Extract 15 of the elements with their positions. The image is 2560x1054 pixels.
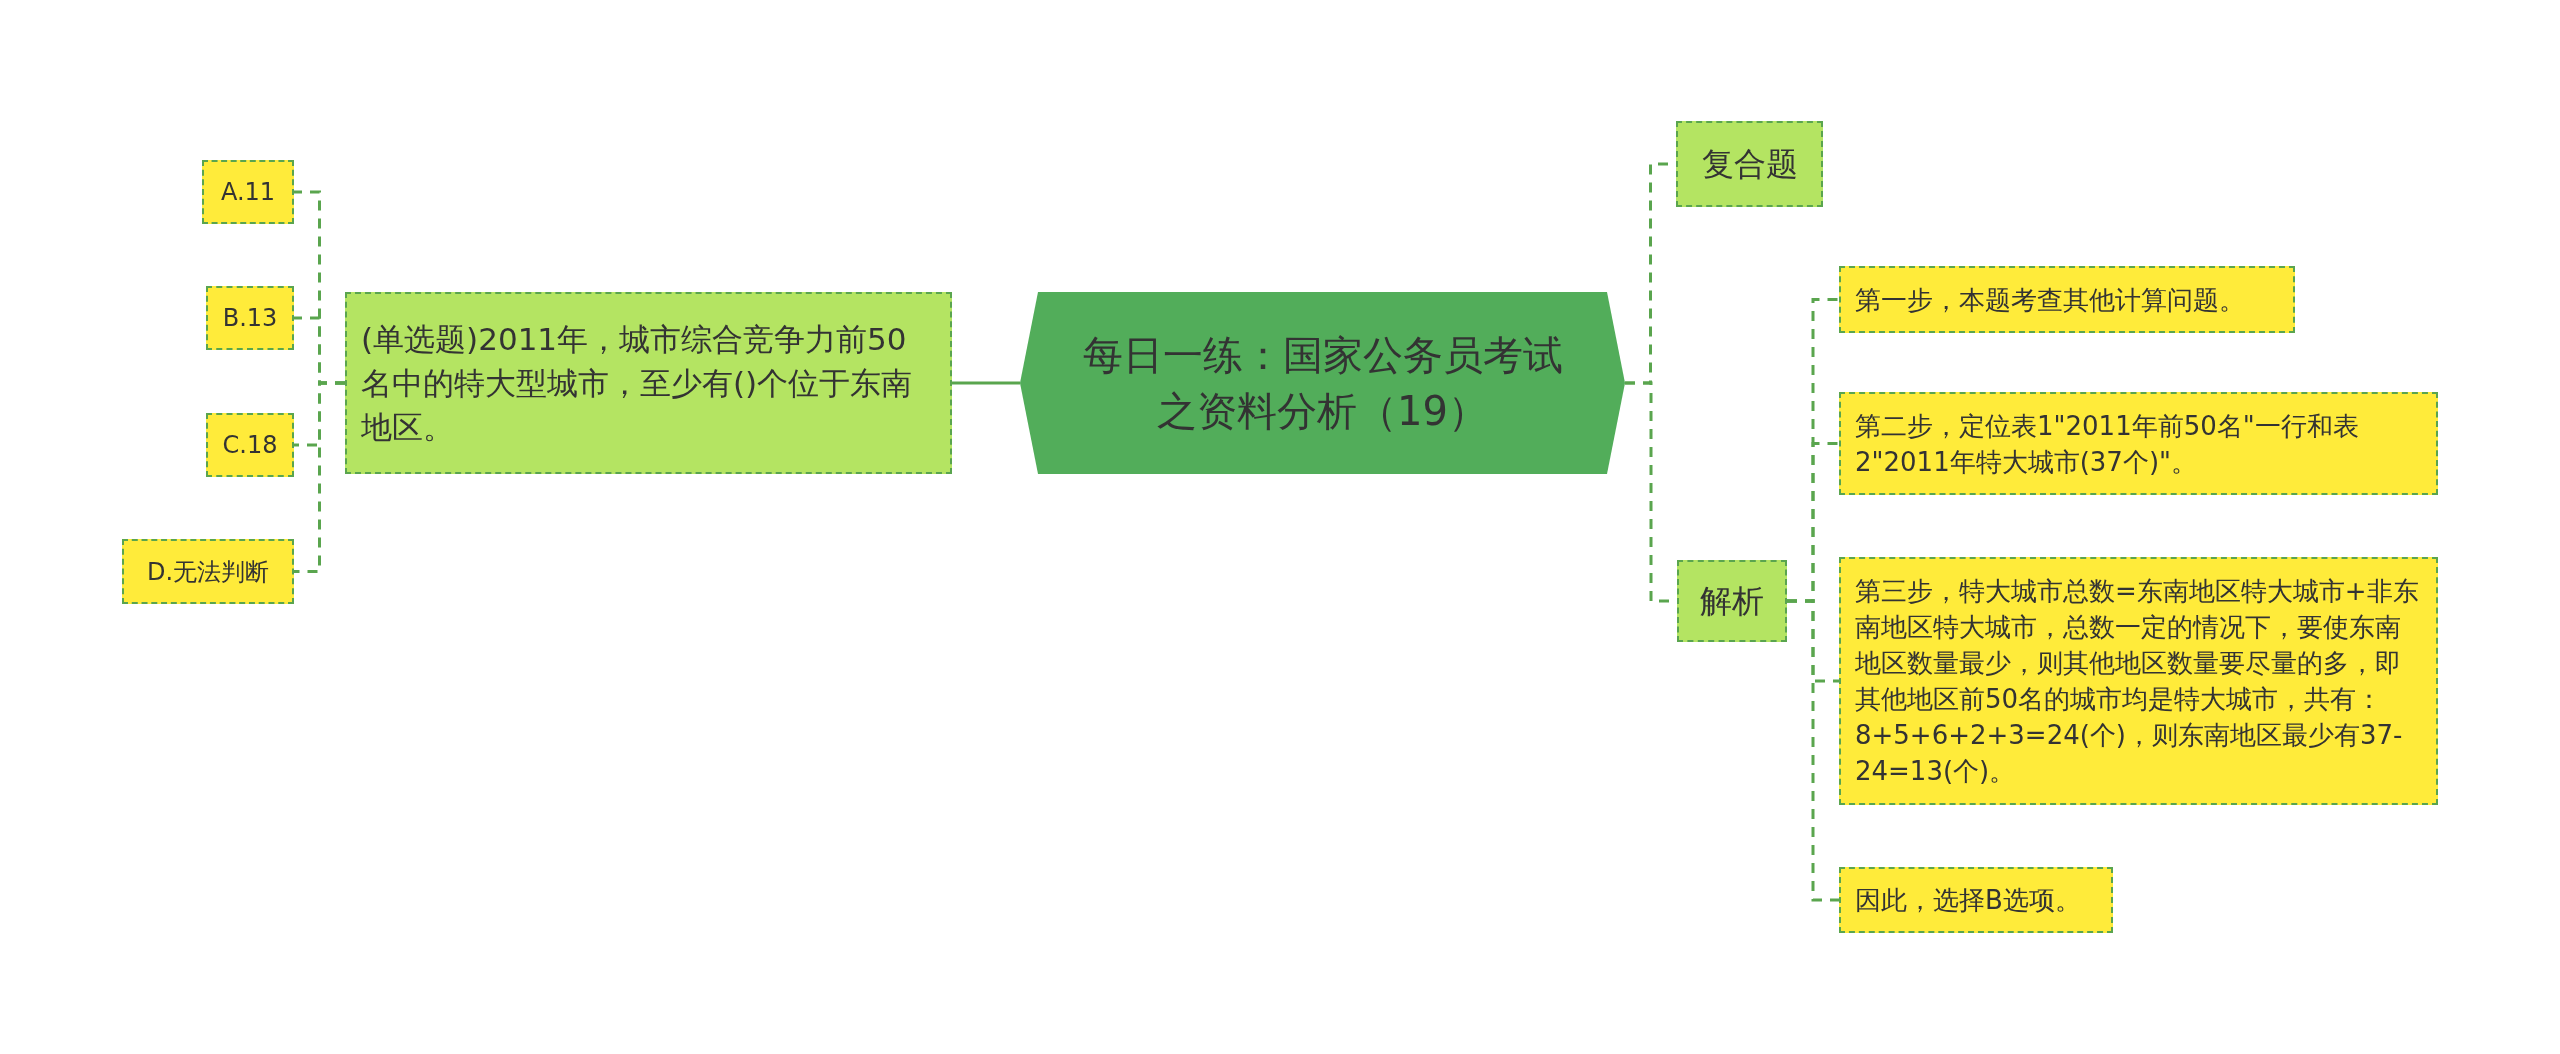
topic-box: 复合题 (1676, 121, 1823, 207)
step-box: 第二步，定位表1"2011年前50名"一行和表2"2011年特大城市(37个)"。 (1839, 392, 2438, 495)
topic-box: 解析 (1677, 560, 1787, 642)
question-box: (单选题)2011年，城市综合竞争力前50名中的特大型城市，至少有()个位于东南地区。 (345, 292, 952, 474)
option-box: A.11 (202, 160, 294, 224)
option-box: B.13 (206, 286, 294, 350)
connector-line (294, 381, 345, 573)
step-box: 第一步，本题考查其他计算问题。 (1839, 266, 2295, 333)
step-box: 第三步，特大城市总数=东南地区特大城市+非东南地区特大城市，总数一定的情况下，要使东南地区数量最少，则其他地区数量要尽量的多，即其他地区前50名的城市均是特大城市，共有：8+5+6+2+3=24(个)，则东南地区最少有37-24=13(个)。 (1839, 557, 2438, 805)
connector-line (952, 381, 1020, 385)
connector-line (1787, 599, 1839, 902)
topic-hexagon: 每日一练：国家公务员考试之资料分析（19） (1020, 292, 1625, 474)
option-box: C.18 (206, 413, 294, 477)
step-box: 因此，选择B选项。 (1839, 867, 2113, 933)
option-box: D.无法判断 (122, 539, 294, 604)
